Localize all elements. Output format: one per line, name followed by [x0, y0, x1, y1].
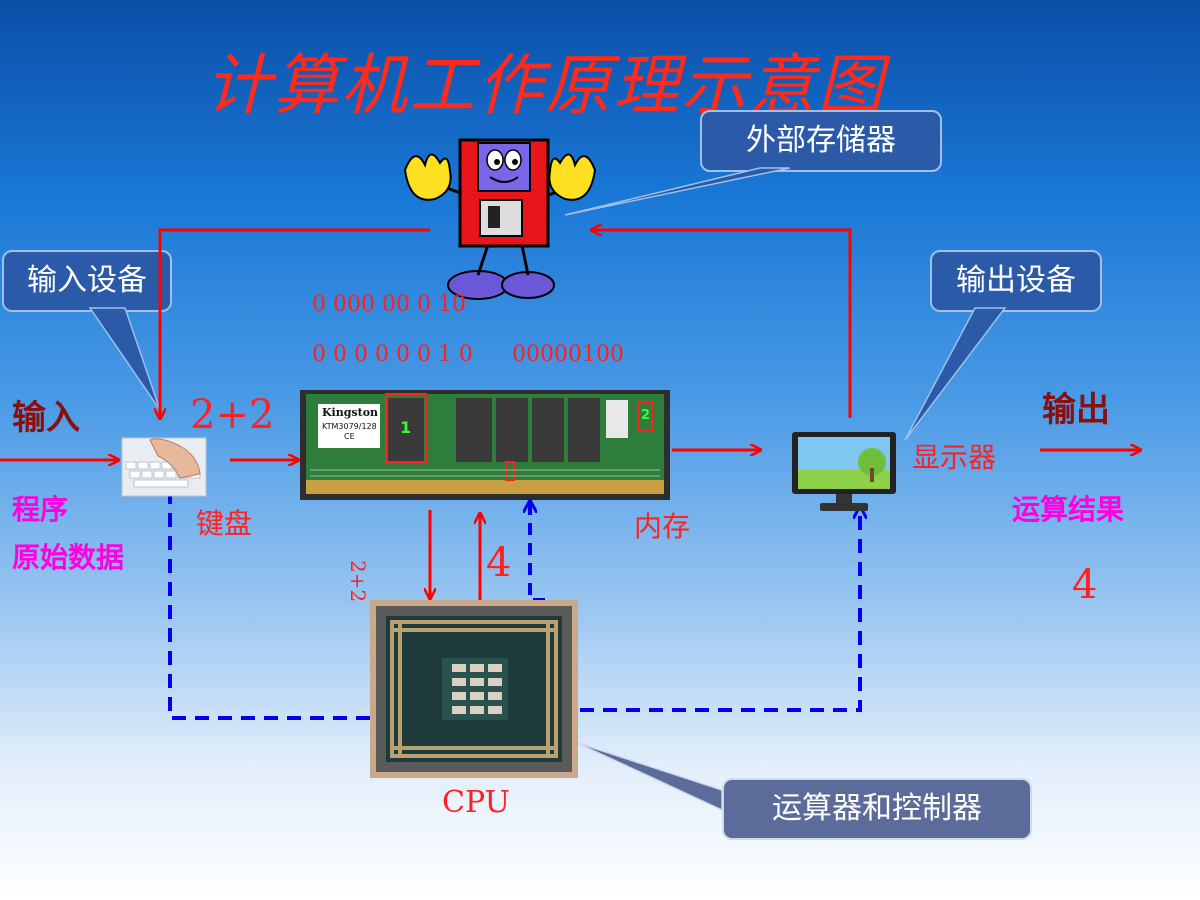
ram-brand-label: Kingston	[322, 406, 379, 419]
callout-tail-alu-control	[574, 741, 723, 812]
callout-input-device: 输入设备	[2, 250, 172, 312]
callout-alu-control: 运算器和控制器	[722, 778, 1032, 840]
control-cpu-to-display	[580, 508, 860, 712]
callout-tail-external-storage	[564, 167, 791, 216]
label-result-value: 4	[1072, 562, 1098, 608]
binary-operand-1: 0 000 00 0 10	[312, 292, 466, 317]
label-expr-input: 2+2	[190, 392, 275, 438]
binary-result: 00000100	[512, 342, 624, 367]
binary-operand-2: 0 0 0 0 0 0 1 0	[312, 342, 473, 367]
floppy-disk-icon	[403, 138, 597, 300]
callout-external-storage: 外部存储器	[700, 110, 942, 172]
callout-tail-input-device	[88, 307, 161, 411]
label-expr-to-cpu: 2+2	[346, 560, 370, 603]
arrow-storage-to-keyboard	[160, 228, 430, 418]
cpu-chip-icon	[370, 600, 578, 778]
keyboard-icon	[121, 437, 207, 497]
callout-output-device: 输出设备	[930, 250, 1102, 312]
ram-model-label: KTM3079/128	[322, 422, 377, 431]
monitor-icon	[792, 432, 896, 511]
label-result: 运算结果	[1012, 493, 1125, 526]
label-program: 程序	[12, 493, 69, 526]
control-cpu-to-memory	[530, 502, 545, 602]
label-raw-data: 原始数据	[12, 541, 125, 574]
arrow-display-to-storage	[592, 230, 852, 418]
label-cpu: CPU	[442, 785, 510, 820]
label-cpu-result: 4	[486, 540, 512, 586]
ram-suffix-label: CE	[344, 432, 355, 441]
ram-module-icon	[300, 390, 670, 500]
label-output: 输出	[1042, 390, 1110, 430]
label-input: 输入	[12, 398, 80, 438]
label-memory: 内存	[634, 510, 691, 543]
label-keyboard: 键盘	[196, 507, 253, 540]
ram-chip2-label: 2	[641, 408, 651, 423]
ram-chip1-label: 1	[400, 418, 412, 437]
callout-tail-output-device	[904, 307, 1007, 441]
label-display: 显示器	[912, 441, 997, 474]
